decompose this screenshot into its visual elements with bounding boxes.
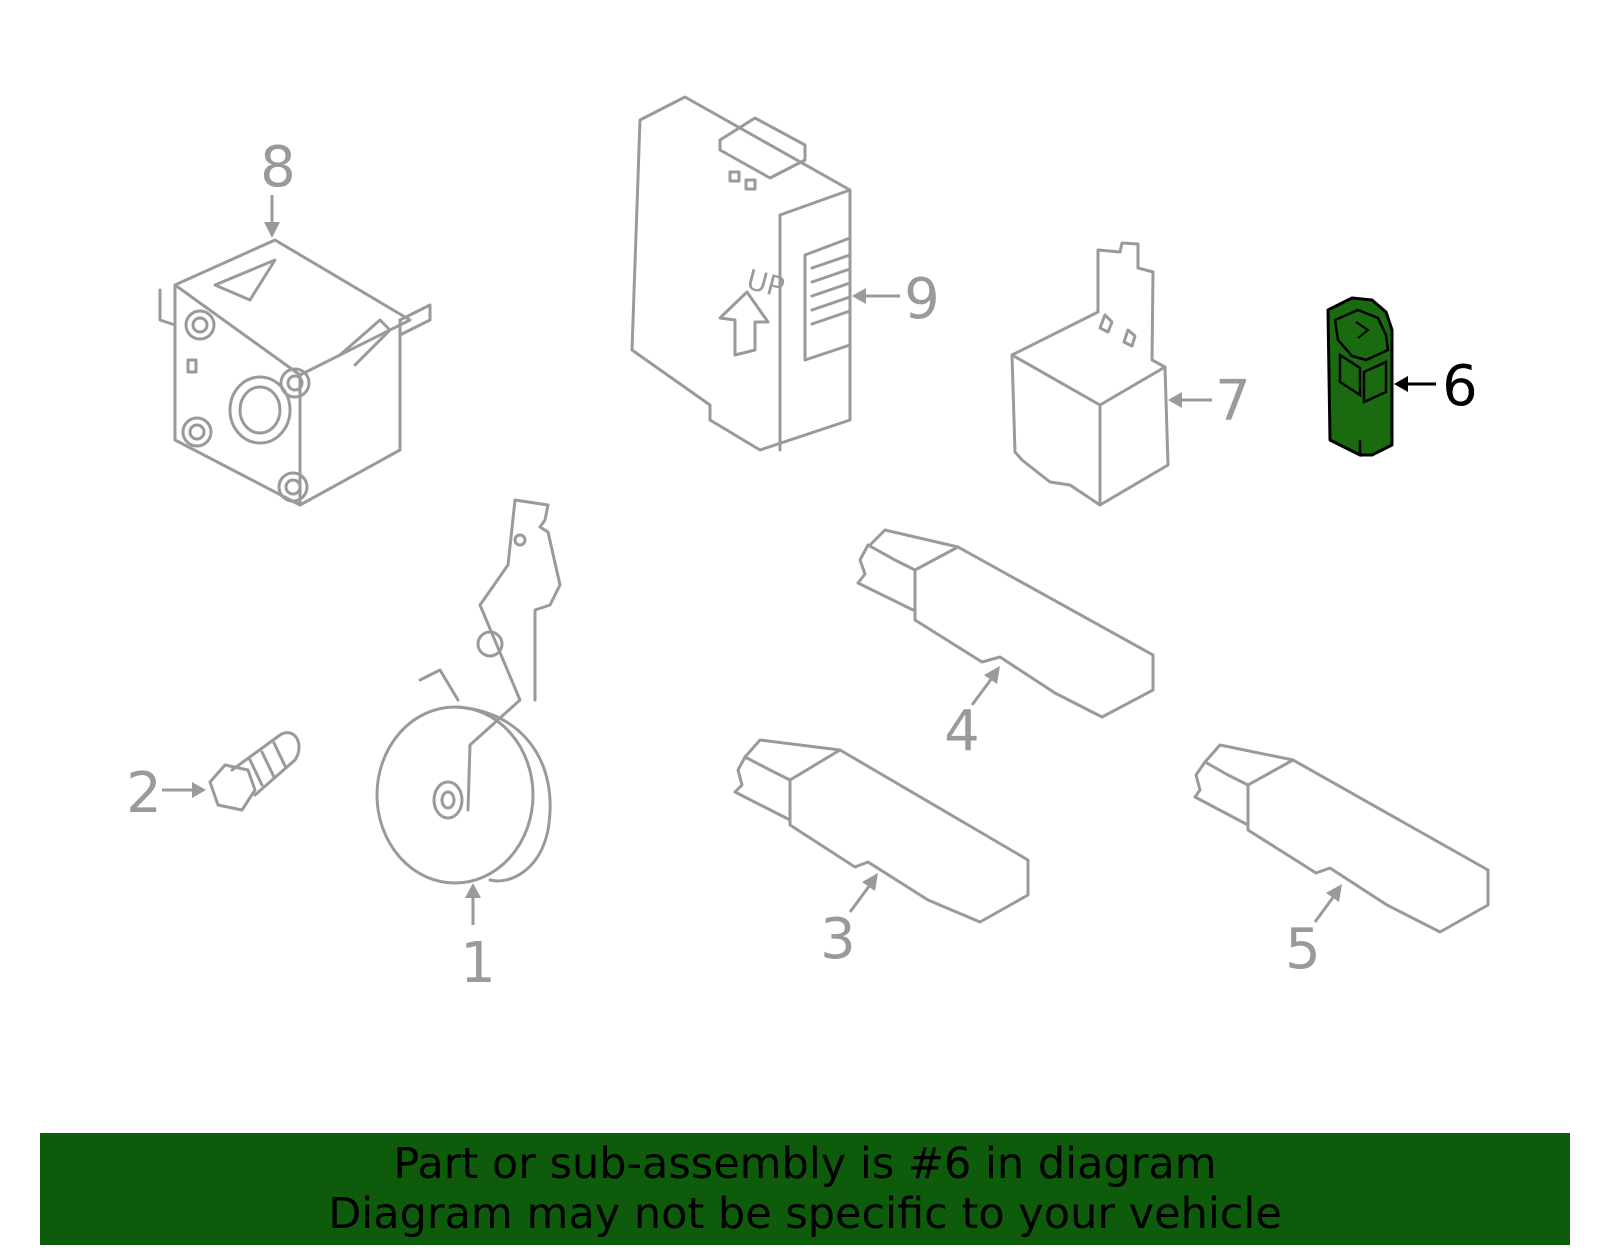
callout-6-label: 6 — [1442, 354, 1478, 419]
part-7-bracket-module[interactable] — [1010, 241, 1170, 507]
info-banner: Part or sub-assembly is #6 in diagram Di… — [40, 1133, 1570, 1245]
part-6-key-fob[interactable] — [1326, 296, 1394, 458]
callout-9-label: 9 — [904, 267, 940, 332]
callout-9: 9 — [852, 267, 940, 332]
part-3-antenna[interactable] — [733, 738, 1030, 924]
part-8-actuator[interactable] — [158, 238, 432, 507]
part-4-antenna[interactable] — [856, 528, 1155, 719]
part-5-antenna[interactable] — [1193, 743, 1490, 934]
callout-2-label: 2 — [126, 761, 162, 826]
callout-3-label: 3 — [820, 907, 856, 972]
callout-3: 3 — [820, 873, 878, 972]
callout-4: 4 — [944, 666, 1000, 764]
callout-8-label: 8 — [260, 135, 296, 200]
callout-7: 7 — [1168, 369, 1251, 434]
callout-6: 6 — [1394, 354, 1478, 419]
banner-line-1: Part or sub-assembly is #6 in diagram — [393, 1139, 1217, 1189]
callout-8: 8 — [260, 135, 296, 238]
callout-4-label: 4 — [944, 699, 980, 764]
banner-line-2: Diagram may not be specific to your vehi… — [328, 1189, 1282, 1239]
part-1-horn[interactable] — [375, 498, 562, 885]
callout-2: 2 — [126, 761, 206, 826]
callout-5: 5 — [1285, 884, 1342, 982]
callout-1-label: 1 — [460, 931, 496, 996]
callout-7-label: 7 — [1215, 369, 1251, 434]
part-9-control-module[interactable]: UP — [630, 95, 852, 452]
callout-5-label: 5 — [1285, 917, 1321, 982]
part-2-bolt[interactable] — [208, 731, 301, 812]
callout-1: 1 — [460, 883, 496, 996]
